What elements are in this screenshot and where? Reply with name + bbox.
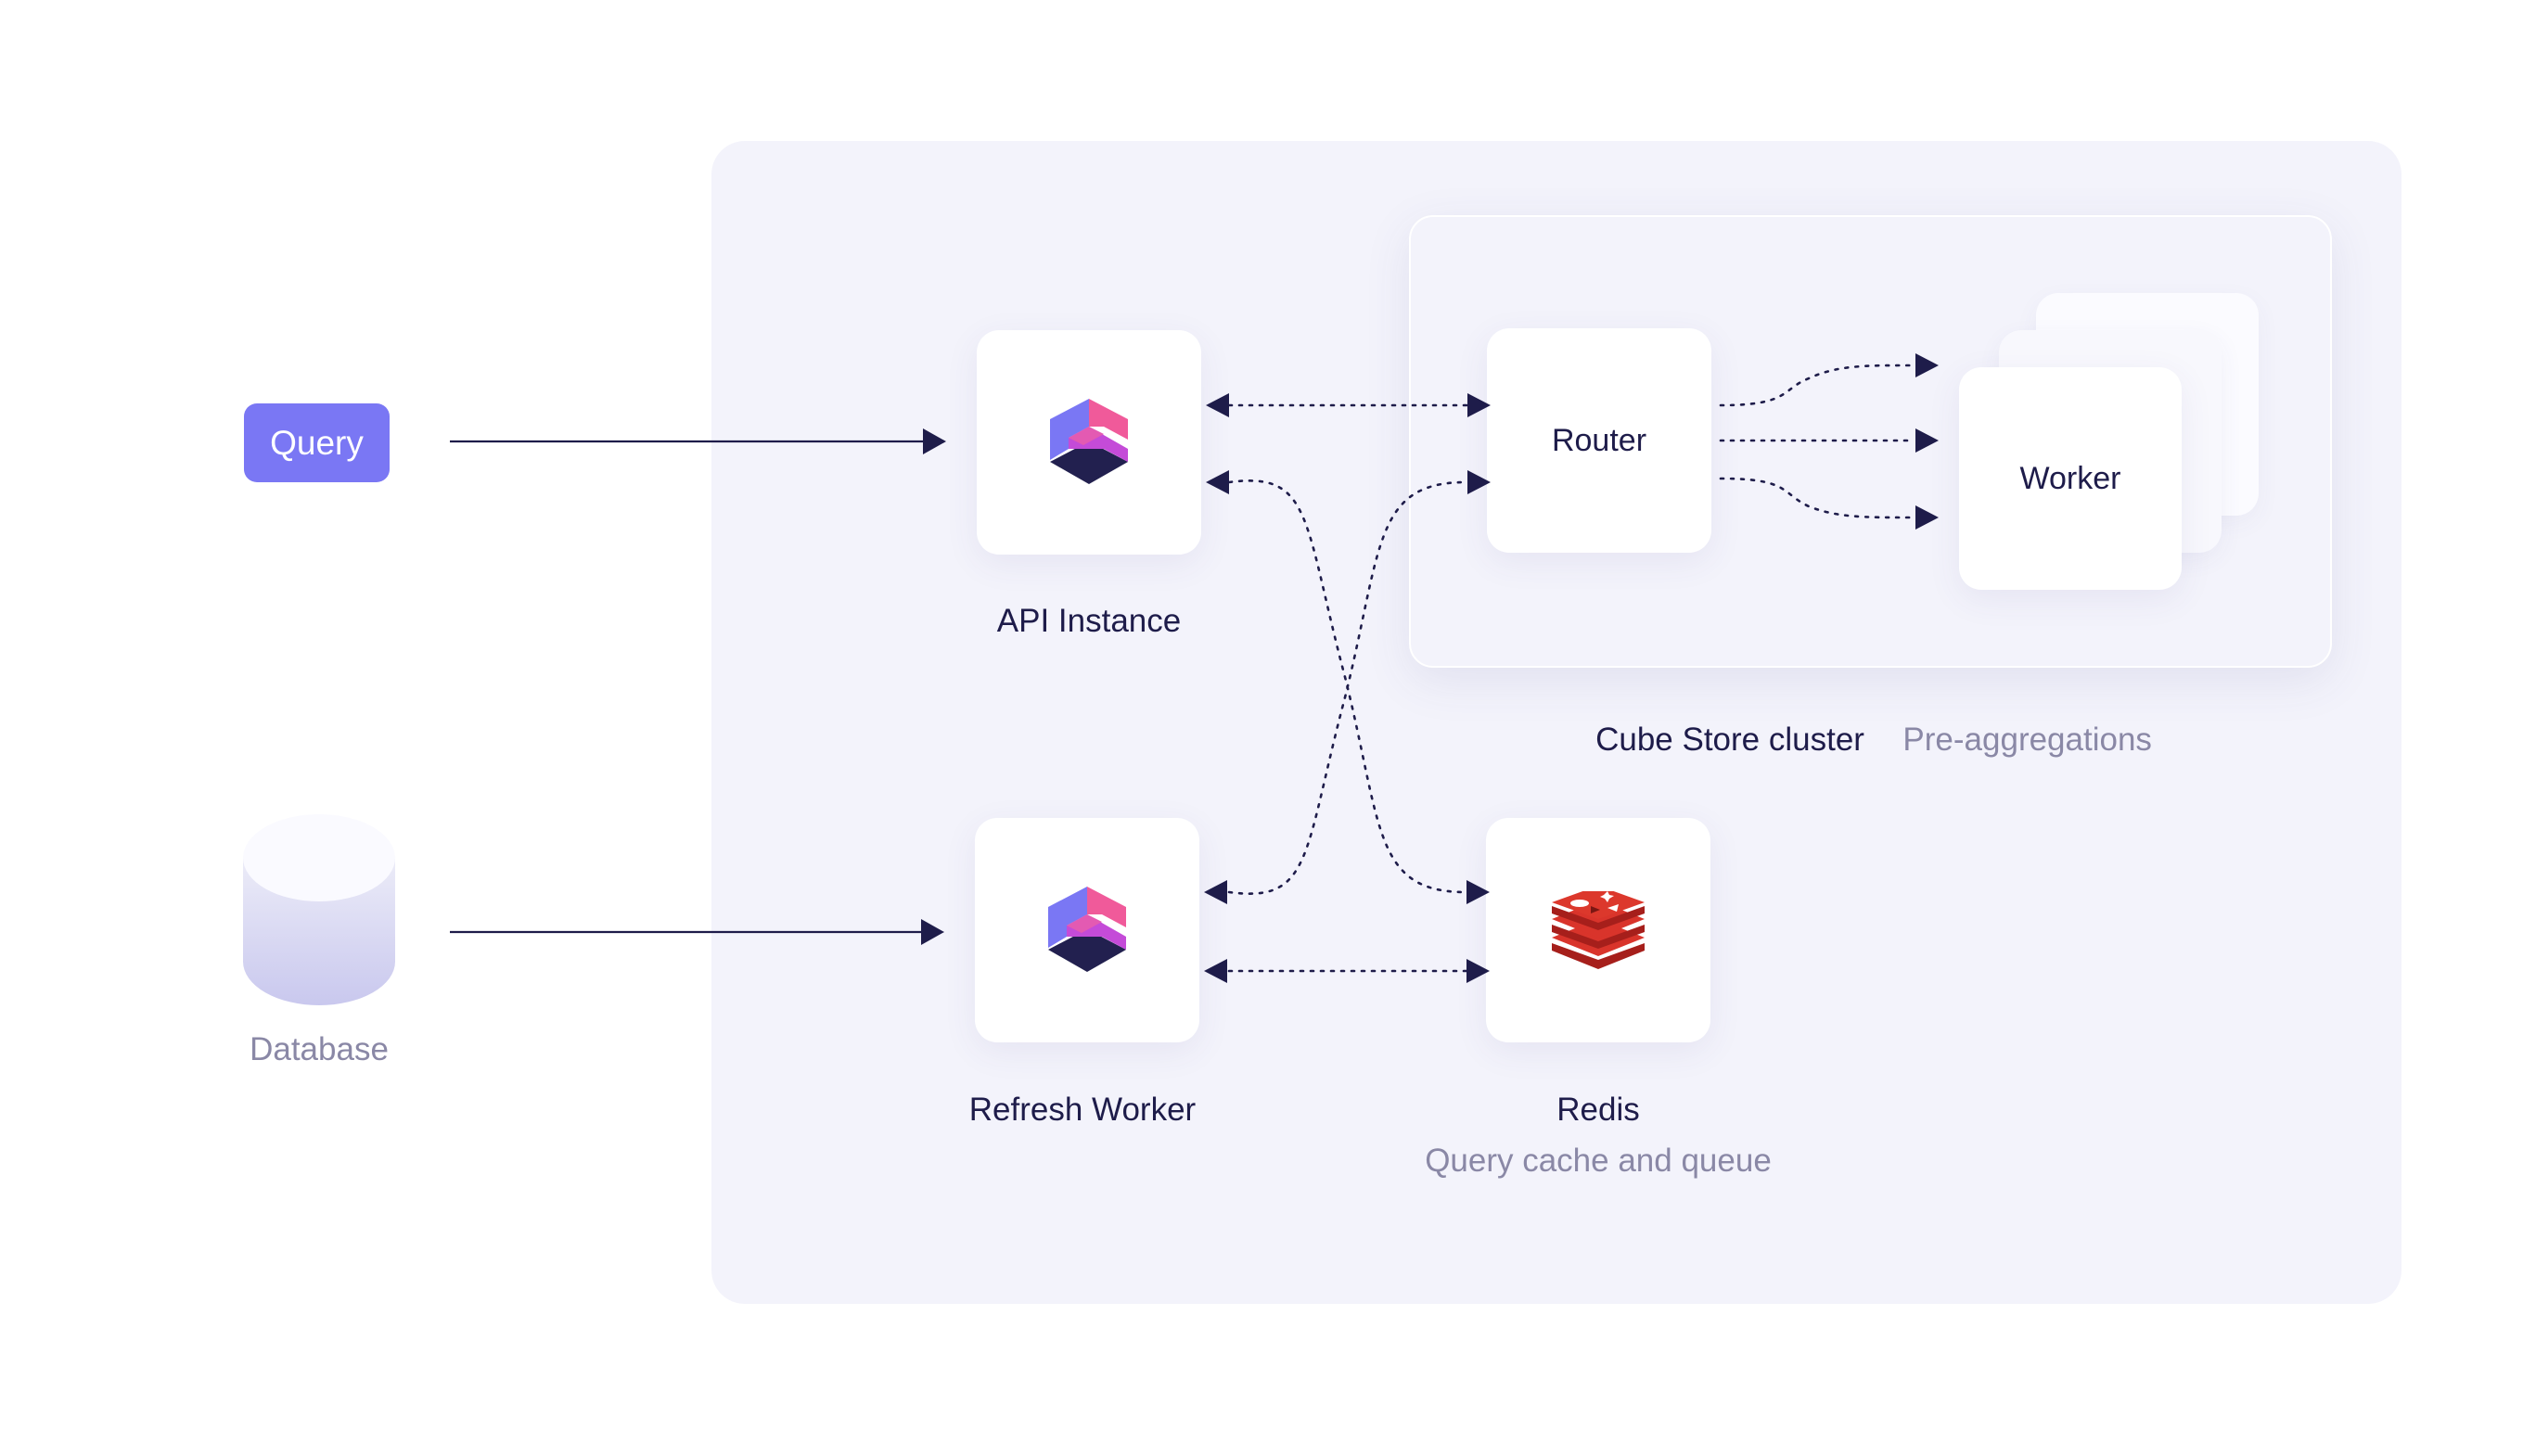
database-to-refresh-arrow (921, 919, 944, 945)
router-worker-link-bottom (1719, 477, 1913, 519)
query-to-api-arrow (923, 428, 946, 454)
arrowhead-redis-left-bottom (1466, 959, 1490, 983)
cube-store-caption: Cube Store cluster Pre-aggregations (1391, 722, 2356, 759)
query-label: Query (270, 423, 364, 462)
arrowhead-api-left-bottom (1206, 470, 1229, 494)
redis-logo-icon (1552, 891, 1645, 969)
redis-subtitle: Query cache and queue (1425, 1143, 1772, 1179)
api-redis-link (1227, 479, 1467, 894)
cube-store-subtitle: Pre-aggregations (1902, 722, 2152, 758)
database-label: Database (250, 1031, 389, 1067)
refresh-worker-card[interactable] (975, 818, 1199, 1042)
cube-store-title: Cube Store cluster (1595, 722, 1864, 758)
arrowhead-router-left-bottom (1467, 470, 1491, 494)
refresh-worker-label: Refresh Worker (968, 1092, 1197, 1128)
database-icon (243, 814, 395, 1005)
cube-logo-icon (1050, 399, 1128, 484)
refresh-router-link (1227, 480, 1467, 895)
worker-label: Worker (2019, 460, 2121, 496)
cube-logo-icon (1048, 887, 1126, 972)
router-card[interactable]: Router (1487, 328, 1711, 553)
api-instance-card[interactable] (977, 330, 1201, 555)
query-button[interactable]: Query (244, 403, 390, 482)
redis-label: Redis (1556, 1092, 1640, 1128)
arrowhead-refresh-left-bottom (1204, 959, 1227, 983)
redis-card[interactable] (1486, 818, 1710, 1042)
router-label: Router (1551, 422, 1647, 458)
arrowhead-api-left-top (1206, 393, 1229, 417)
router-worker-link-top (1719, 364, 1913, 407)
worker-card[interactable]: Worker (1959, 367, 2182, 590)
arrowhead-worker-top (1915, 353, 1939, 377)
arrowhead-refresh-left-top (1204, 880, 1227, 904)
arrowhead-worker-middle (1915, 428, 1939, 453)
arrowhead-redis-left-top (1466, 880, 1490, 904)
arrowhead-worker-bottom (1915, 505, 1939, 530)
arrowhead-router-left-top (1467, 393, 1491, 417)
api-instance-label: API Instance (996, 603, 1182, 639)
